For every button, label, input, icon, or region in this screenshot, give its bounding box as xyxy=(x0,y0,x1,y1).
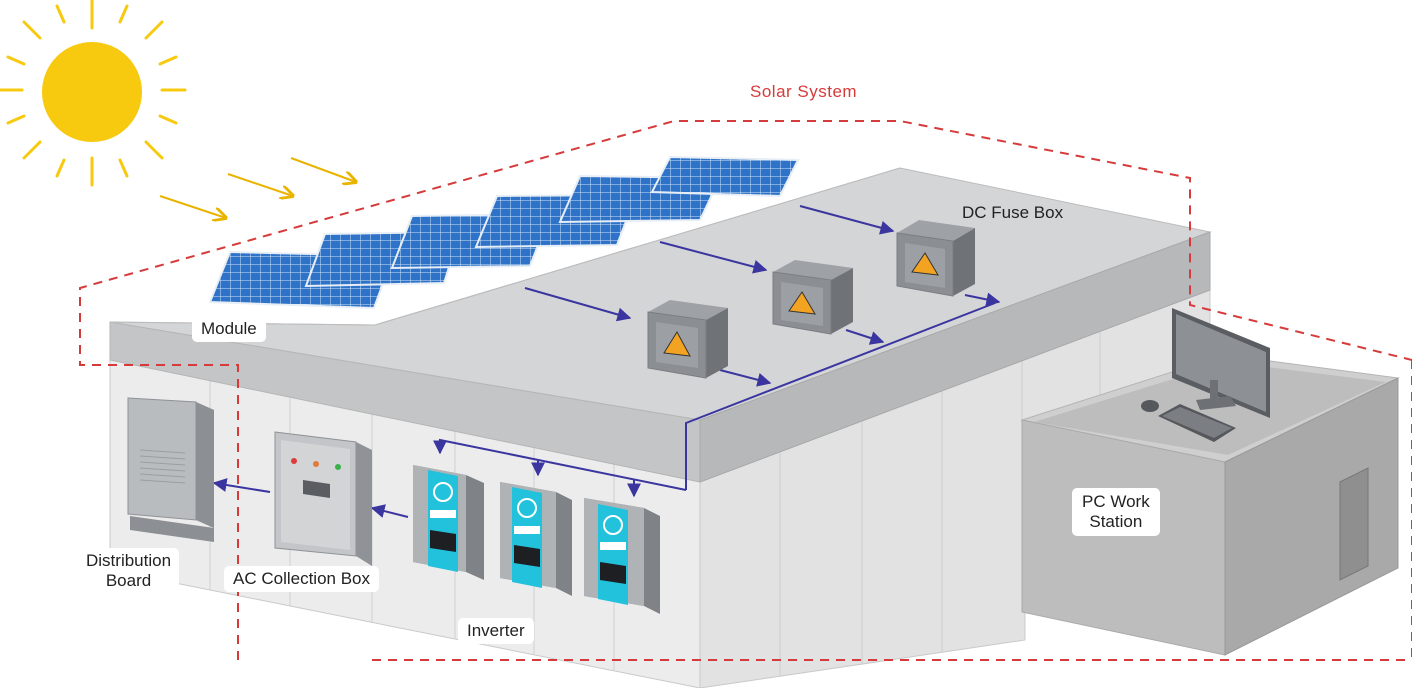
module-label: Module xyxy=(192,316,266,342)
diagram-title: Solar System xyxy=(750,82,858,101)
inverter-label: Inverter xyxy=(458,618,534,644)
distribution-board-icon xyxy=(127,397,214,542)
dc-fuse-box-label: DC Fuse Box xyxy=(962,203,1064,222)
distribution-board-label-line2: Board xyxy=(105,571,152,590)
inverter-icon xyxy=(413,465,660,614)
sunlight-arrows xyxy=(159,157,356,218)
solar-panel-icon xyxy=(208,155,800,310)
dc-flow-arrows xyxy=(212,205,1001,518)
ac-collection-box-label: AC Collection Box xyxy=(224,566,380,592)
system-boundary xyxy=(79,120,1412,661)
warning-icon xyxy=(911,252,939,276)
sun-icon xyxy=(0,0,187,187)
mouse-icon xyxy=(1141,400,1159,412)
warning-icon xyxy=(663,331,691,357)
distribution-board-label-line1: Distribution xyxy=(86,551,172,570)
warning-icon xyxy=(788,291,816,315)
distribution-board-label: Distribution Board xyxy=(78,548,180,594)
ac-collection-box-icon xyxy=(274,431,372,566)
monitor-icon xyxy=(1172,308,1270,418)
keyboard-icon xyxy=(1158,404,1236,442)
pc-work-station-label: PC Work Station xyxy=(1072,488,1160,536)
pc-work-station-label-line1: PC Work xyxy=(1082,492,1150,511)
fuse-box-icon xyxy=(647,220,975,379)
pc-work-station-label-line2: Station xyxy=(1089,512,1143,531)
